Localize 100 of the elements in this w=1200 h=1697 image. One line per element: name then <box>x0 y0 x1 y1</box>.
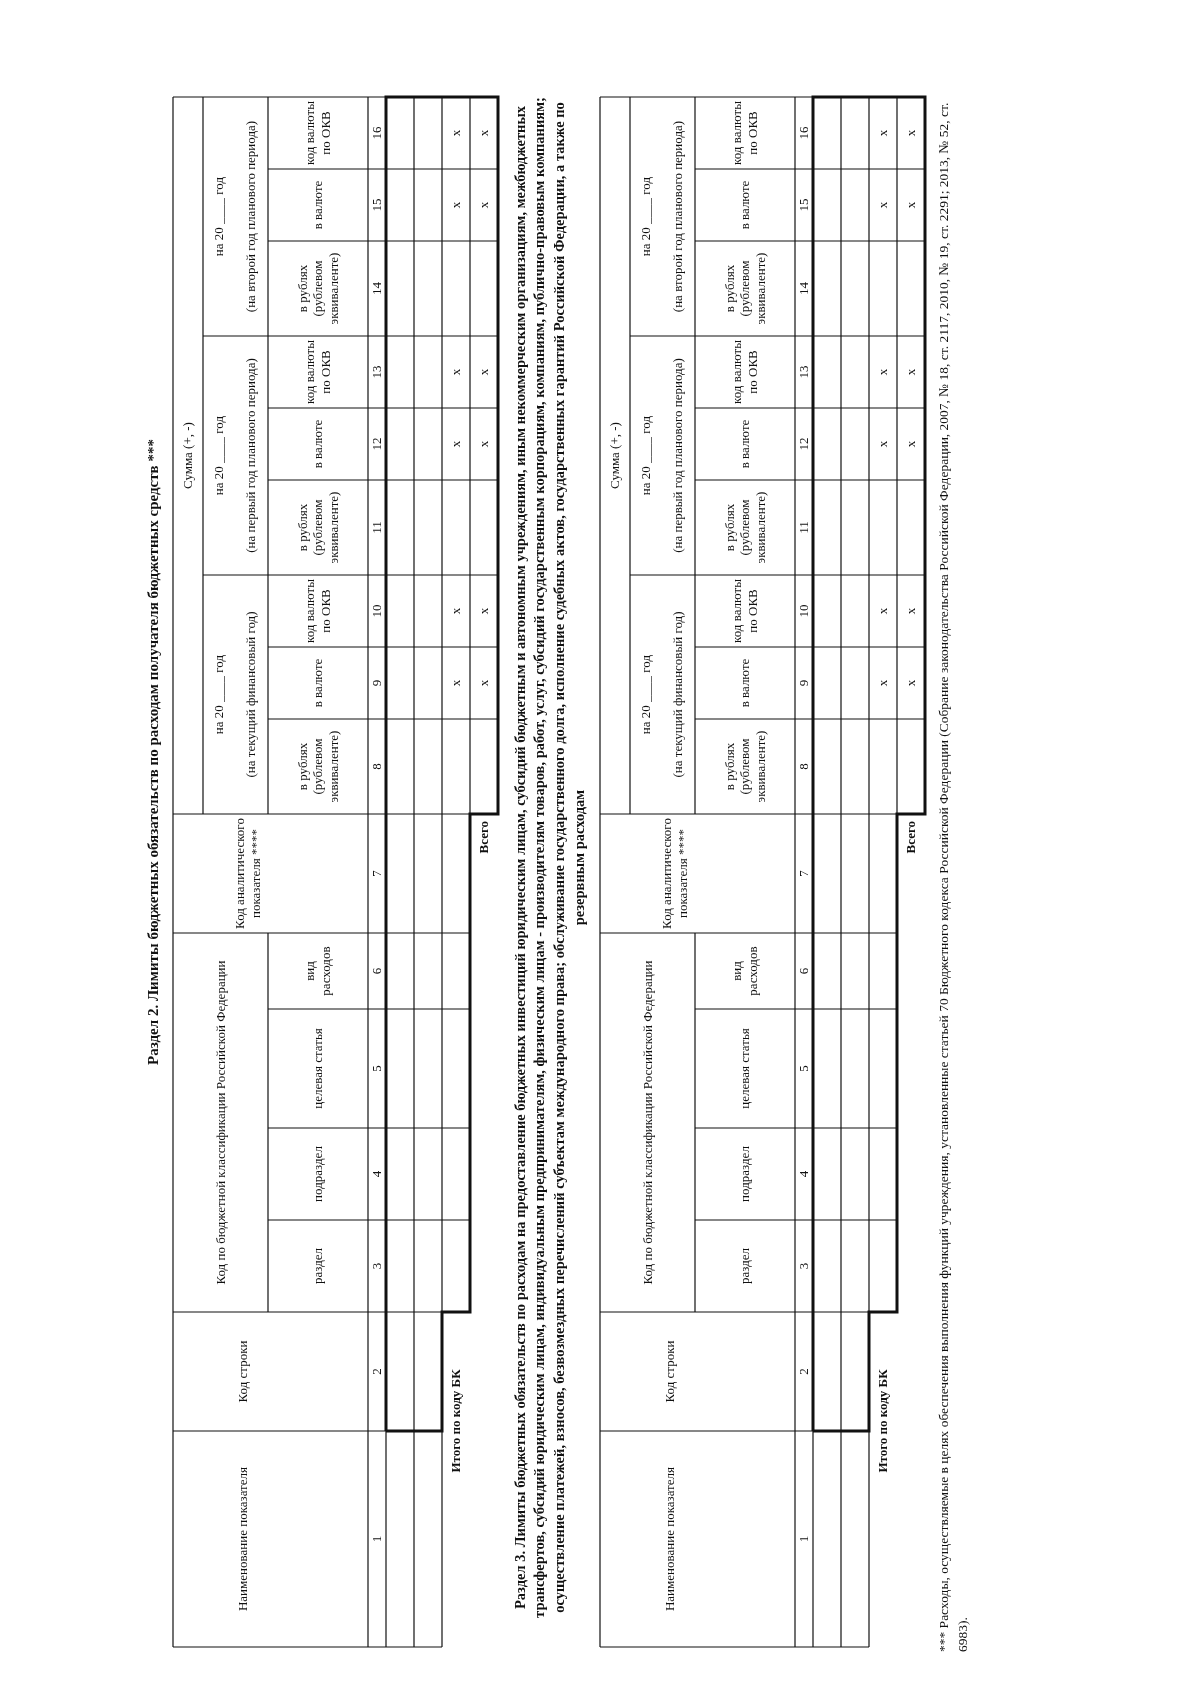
column-number: 15 <box>369 198 385 212</box>
column-number: 16 <box>369 126 385 140</box>
section-heading: Раздел 3. Лимиты бюджетных обязательств по расходам на предоставление бюджетных инвестиций юридическим лицам, субсидий бюджетным и автономным учреждениям, иным некоммерческим организациям, межбюджетных трансфертов, субсидий юридическим лицам, индивидуальным предпринимателям, физическим лицам - производителям товаров, работ, услуг, субсидий государственным корпорациям, компаниям, публично-правовым компаниям; осуществление платежей, взносов, безвозмездных перечислений субъектам международного права; обслуживание государственного долга, исполнение судебных актов, государственных гарантий Российской Федерации, а также по резервным расходам <box>510 96 588 1620</box>
column-number: 4 <box>796 1170 812 1178</box>
column-number: 6 <box>796 967 812 975</box>
column-number: 15 <box>796 198 812 212</box>
column-header: в рублях (рублевом эквиваленте) <box>721 729 769 805</box>
column-header: Код по бюджетной классификации Российской Федерации <box>639 960 656 1285</box>
column-header: Сумма (+, -) <box>180 422 196 489</box>
column-header: на 20 ____ год <box>638 654 654 735</box>
column-header: подраздел <box>310 1146 326 1202</box>
section-heading: Раздел 2. Лимиты бюджетных обязательств по расходам получателя бюджетных средств *** <box>144 439 162 1065</box>
column-number: 13 <box>369 365 385 379</box>
column-number: 9 <box>369 679 385 687</box>
column-number: 13 <box>796 365 812 379</box>
not-applicable-mark: x <box>875 129 891 137</box>
column-header: (на второй год планового периода) <box>242 120 259 313</box>
column-number: 2 <box>796 1368 812 1375</box>
column-number: 12 <box>369 437 385 451</box>
column-header: в рублях (рублевом эквиваленте) <box>721 251 769 327</box>
not-applicable-mark: x <box>448 368 464 376</box>
column-number: 7 <box>796 870 812 877</box>
column-header: целевая статья <box>310 1028 326 1109</box>
column-number: 6 <box>369 967 385 975</box>
row-label: Итого по коду БК <box>448 1369 464 1473</box>
column-header: код валюты по ОКВ <box>302 578 334 644</box>
column-header: раздел <box>310 1248 326 1285</box>
column-header: Код строки <box>235 1340 251 1403</box>
column-header: Код аналитического показателя **** <box>659 817 691 930</box>
column-header: (на первый год планового периода) <box>242 358 259 553</box>
column-number: 11 <box>369 521 385 534</box>
column-header: Код по бюджетной классификации Российской Федерации <box>212 960 229 1285</box>
footnote: *** Расходы, осуществляемые в целях обеспечения выполнения функций учреждения, установленные статьей 70 Бюджетного кодекса Российской Федерации (Собрание законодательства Российской Федерации, 2007, № 18, ст. 2117, 2010, № 19, ст. 2291; 2013, № 52, ст. 6983). <box>935 101 971 1652</box>
column-number: 9 <box>796 679 812 687</box>
not-applicable-mark: x <box>448 440 464 448</box>
column-header: на 20 ____ год <box>211 415 227 496</box>
column-number: 5 <box>796 1065 812 1072</box>
column-number: 1 <box>369 1535 385 1543</box>
column-number: 1 <box>796 1535 812 1543</box>
not-applicable-mark: x <box>448 201 464 209</box>
column-header: (на текущий финансовый год) <box>669 611 686 778</box>
column-number: 4 <box>369 1170 385 1178</box>
column-header: код валюты по ОКВ <box>729 578 761 644</box>
not-applicable-mark: x <box>476 129 492 137</box>
not-applicable-mark: x <box>903 440 919 448</box>
not-applicable-mark: x <box>448 129 464 137</box>
column-header: код валюты по ОКВ <box>302 100 334 166</box>
column-number: 7 <box>369 870 385 877</box>
not-applicable-mark: x <box>875 607 891 615</box>
column-number: 16 <box>796 126 812 140</box>
row-label: Всего <box>476 821 492 854</box>
not-applicable-mark: x <box>903 201 919 209</box>
not-applicable-mark: x <box>875 679 891 687</box>
column-header: (на второй год планового периода) <box>669 120 686 313</box>
column-number: 2 <box>369 1368 385 1375</box>
not-applicable-mark: x <box>476 368 492 376</box>
column-header: Сумма (+, -) <box>607 422 623 489</box>
column-number: 14 <box>796 282 812 295</box>
column-header: код валюты по ОКВ <box>729 100 761 166</box>
column-header: Наименование показателя <box>235 1466 251 1612</box>
not-applicable-mark: x <box>476 607 492 615</box>
not-applicable-mark: x <box>875 440 891 448</box>
column-header: на 20 ____ год <box>638 415 654 496</box>
column-header: код валюты по ОКВ <box>729 339 761 405</box>
column-number: 5 <box>369 1065 385 1072</box>
column-header: Код аналитического показателя **** <box>232 817 264 930</box>
column-header: в валюте <box>737 419 753 469</box>
not-applicable-mark: x <box>903 368 919 376</box>
column-header: в рублях (рублевом эквиваленте) <box>294 251 342 327</box>
column-header: в валюте <box>310 180 326 230</box>
column-header: в валюте <box>737 180 753 230</box>
not-applicable-mark: x <box>476 679 492 687</box>
not-applicable-mark: x <box>903 607 919 615</box>
not-applicable-mark: x <box>903 129 919 137</box>
column-header: в рублях (рублевом эквиваленте) <box>294 729 342 805</box>
not-applicable-mark: x <box>448 679 464 687</box>
column-header: на 20 ____ год <box>211 176 227 257</box>
column-number: 3 <box>369 1262 385 1270</box>
not-applicable-mark: x <box>875 368 891 376</box>
column-header: код валюты по ОКВ <box>302 339 334 405</box>
column-header: в рублях (рублевом эквиваленте) <box>721 490 769 566</box>
row-label: Всего <box>903 821 919 854</box>
column-number: 10 <box>796 604 812 618</box>
column-header: в валюте <box>310 658 326 708</box>
column-header: (на первый год планового периода) <box>669 358 686 553</box>
column-header: в валюте <box>310 419 326 469</box>
column-number: 12 <box>796 437 812 451</box>
not-applicable-mark: x <box>476 201 492 209</box>
column-header: подраздел <box>737 1146 753 1202</box>
column-header: в рублях (рублевом эквиваленте) <box>294 490 342 566</box>
column-header: вид расходов <box>302 945 334 998</box>
not-applicable-mark: x <box>476 440 492 448</box>
column-number: 8 <box>796 763 812 770</box>
column-number: 10 <box>369 604 385 618</box>
column-header: на 20 ____ год <box>638 176 654 257</box>
column-header: (на текущий финансовый год) <box>242 611 259 778</box>
column-header: Наименование показателя <box>662 1466 678 1612</box>
not-applicable-mark: x <box>875 201 891 209</box>
column-header: Код строки <box>662 1340 678 1403</box>
row-label: Итого по коду БК <box>875 1369 891 1473</box>
